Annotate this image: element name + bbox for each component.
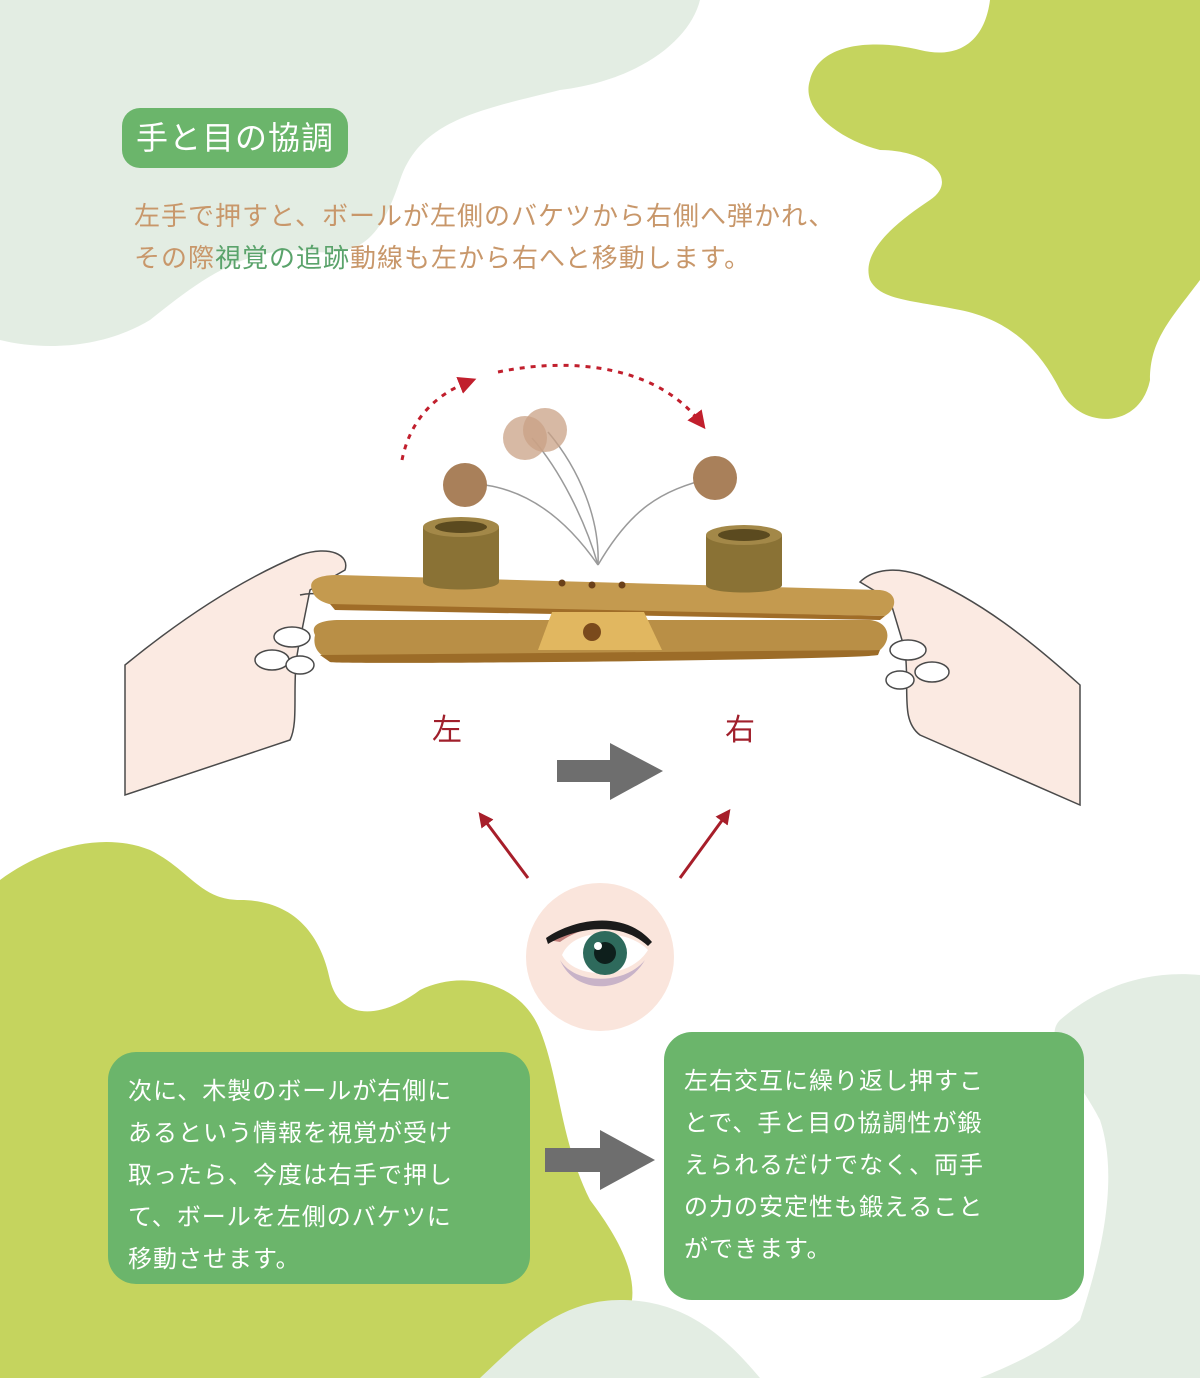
explanation-box-right: 左右交互に繰り返し押すこ とで、手と目の協調性が鍛 えられるだけでなく、両手 の… (664, 1032, 1084, 1300)
bucket-left (423, 517, 499, 590)
ball-left (443, 463, 487, 507)
right-hand (858, 569, 1081, 807)
ball-air-2 (523, 408, 567, 452)
pale-blob-bottom-right (980, 974, 1200, 1378)
eye-arrow-left (478, 812, 530, 879)
label-right: 右 (725, 713, 755, 748)
box-left-line: 取ったら、今度は右手で押し (128, 1161, 453, 1189)
box-left-line: あるという情報を視覚が受け (128, 1119, 453, 1147)
explanation-box-left: 次に、木製のボールが右側に あるという情報を視覚が受け 取ったら、今度は右手で押… (108, 1052, 530, 1284)
trajectory-arrow-right (497, 363, 706, 430)
box-right-line: の力の安定性も鍛えること (684, 1193, 984, 1221)
eye-icon (526, 883, 674, 1031)
section-title: 手と目の協調 (122, 108, 349, 168)
box-left-line: 移動させます。 (128, 1245, 301, 1273)
pale-blob-bottom-center (480, 1300, 760, 1378)
pale-blob-top-left (0, 0, 700, 346)
bucket-right (706, 525, 782, 593)
left-hand (124, 550, 347, 797)
box-right-line: ができます。 (684, 1235, 832, 1263)
intro-line-2-start: その際 (134, 244, 216, 274)
seesaw-board (311, 575, 895, 663)
intro-text: 左手で押すと、ボールが左側のバケツから右側へ弾かれ、 その際視覚の追跡動線も左か… (134, 196, 934, 280)
label-left: 左 (432, 713, 462, 748)
intro-highlight: 視覚の追跡 (215, 244, 351, 274)
box-right-line: えられるだけでなく、両手 (684, 1151, 984, 1179)
eye-arrow-right (678, 808, 731, 879)
box-left-line: 次に、木製のボールが右側に (128, 1077, 453, 1105)
lime-blob-top-right (808, 0, 1200, 419)
intro-line-2-end: 動線も左から右へと移動します。 (350, 244, 752, 274)
box-left-line: て、ボールを左側のバケツに (128, 1203, 452, 1231)
ball-right (693, 456, 737, 500)
gray-arrow-boxes (545, 1130, 655, 1190)
box-right-line: 左右交互に繰り返し押すこ (684, 1067, 984, 1095)
box-right-line: とで、手と目の協調性が鍛 (684, 1109, 983, 1137)
gray-arrow-center (557, 743, 663, 800)
intro-line-1: 左手で押すと、ボールが左側のバケツから右側へ弾かれ、 (134, 202, 836, 232)
trajectory-arrow-left (400, 376, 477, 461)
intro-line-2: その際視覚の追跡動線も左から右へと移動します。 (134, 238, 934, 280)
